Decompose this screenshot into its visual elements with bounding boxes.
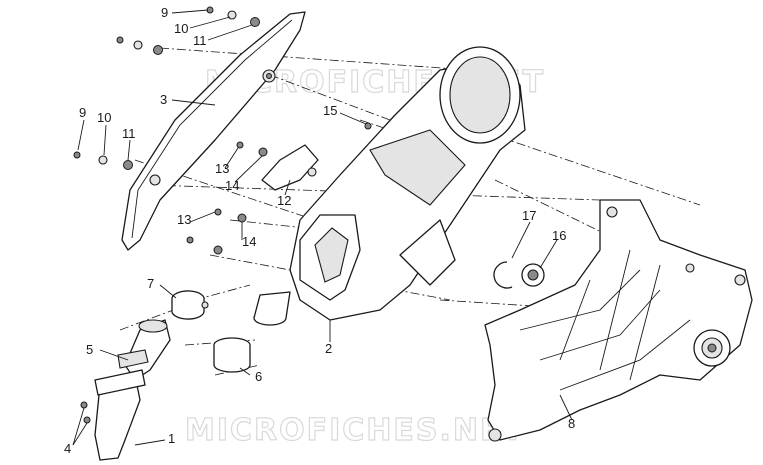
callout-10-left: 10 (97, 110, 111, 125)
sleeve (213, 337, 251, 373)
callout-5: 5 (86, 342, 93, 357)
callout-7: 7 (147, 276, 154, 291)
callout-10-top: 10 (174, 21, 188, 36)
callout-6: 6 (255, 369, 262, 384)
inlet-pipe (253, 291, 291, 326)
callout-12: 12 (277, 193, 291, 208)
bearing (521, 263, 545, 287)
callout-2: 2 (325, 341, 332, 356)
muffler (289, 46, 526, 321)
header-pipe (94, 319, 171, 461)
callout-1: 1 (168, 431, 175, 446)
callout-labels: 9 10 11 3 9 10 11 15 13 14 12 13 14 17 1… (64, 5, 575, 456)
callout-16: 16 (552, 228, 566, 243)
callout-9-left: 9 (79, 105, 86, 120)
callout-13-upper: 13 (215, 161, 229, 176)
heat-shield (121, 11, 306, 251)
callout-9-top: 9 (161, 5, 168, 20)
callout-14-lower: 14 (242, 234, 256, 249)
callout-8: 8 (568, 416, 575, 431)
support-arm (484, 199, 753, 442)
callout-17: 17 (522, 208, 536, 223)
callout-15: 15 (323, 103, 337, 118)
callout-11-top: 11 (193, 33, 207, 48)
callout-14-upper: 14 (225, 178, 239, 193)
circlip (493, 261, 513, 289)
muffler-bracket (261, 144, 319, 191)
callout-4: 4 (64, 441, 71, 456)
fasteners (73, 6, 372, 424)
clamp (171, 290, 209, 320)
callout-13-lower: 13 (177, 212, 191, 227)
leader-lines (72, 9, 573, 446)
callout-11-left: 11 (122, 126, 136, 141)
watermark-bottom: MICROFICHES.NET (185, 413, 525, 448)
callout-3: 3 (160, 92, 167, 107)
